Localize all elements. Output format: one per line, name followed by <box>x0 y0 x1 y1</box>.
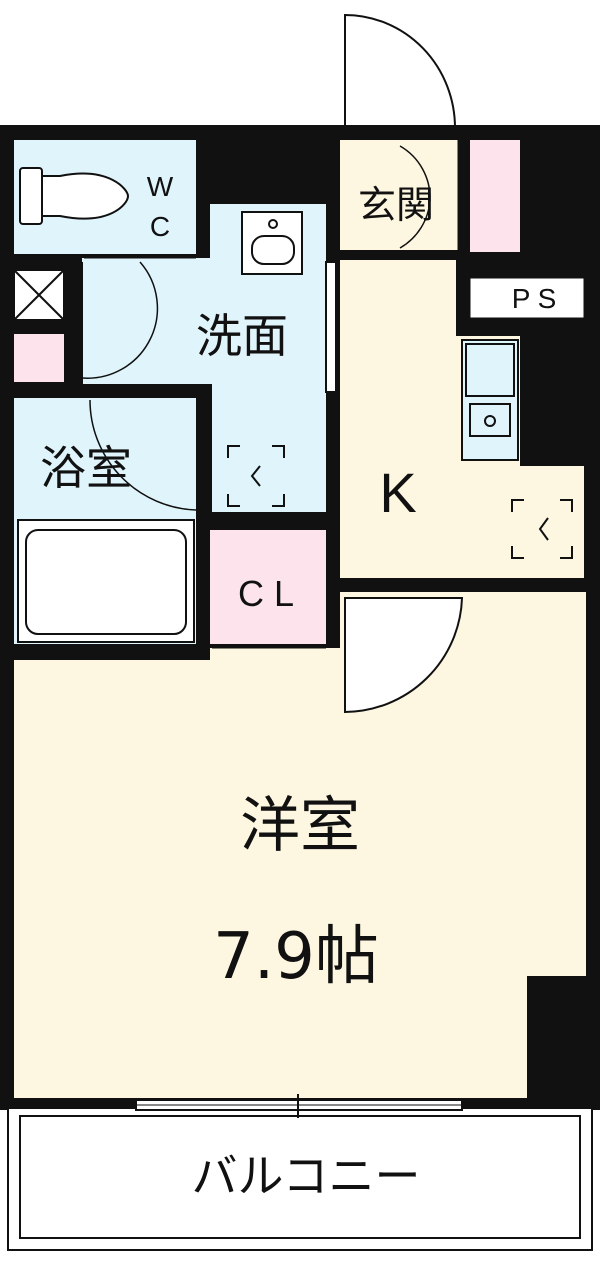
entrance-door <box>344 13 457 129</box>
utility-box <box>14 334 64 382</box>
bathtub-icon <box>17 519 195 643</box>
balcony-label: バルコニー <box>191 1149 420 1203</box>
genkan-label: 玄関 <box>358 183 434 227</box>
meter-box <box>13 269 65 321</box>
western-room-door <box>344 597 464 714</box>
washroom <box>82 204 326 512</box>
kitchen-label: K <box>379 461 416 524</box>
ventilation-icon <box>227 445 573 559</box>
ps-box <box>469 277 585 319</box>
senmen-label: 洗面 <box>196 309 288 363</box>
closet <box>210 530 326 644</box>
balcony-window <box>135 1094 463 1118</box>
western-room-label: 洋室 <box>240 791 360 861</box>
toilet-icon <box>19 167 130 225</box>
sink-icon <box>241 211 303 275</box>
western-room-size: 7.9帖 <box>213 920 379 994</box>
kitchen-counter-icon <box>461 339 519 461</box>
closet-label: C L <box>238 573 294 614</box>
ps-label: P S <box>512 283 557 314</box>
genkan <box>340 140 458 250</box>
balcony <box>7 1107 593 1251</box>
wc-label-w: W <box>147 171 174 202</box>
western-room <box>14 592 586 1098</box>
wc-label-c: C <box>150 211 170 242</box>
shoe-cabinet <box>470 140 520 252</box>
interior-details <box>81 127 459 649</box>
bathroom-label: 浴室 <box>40 441 132 495</box>
